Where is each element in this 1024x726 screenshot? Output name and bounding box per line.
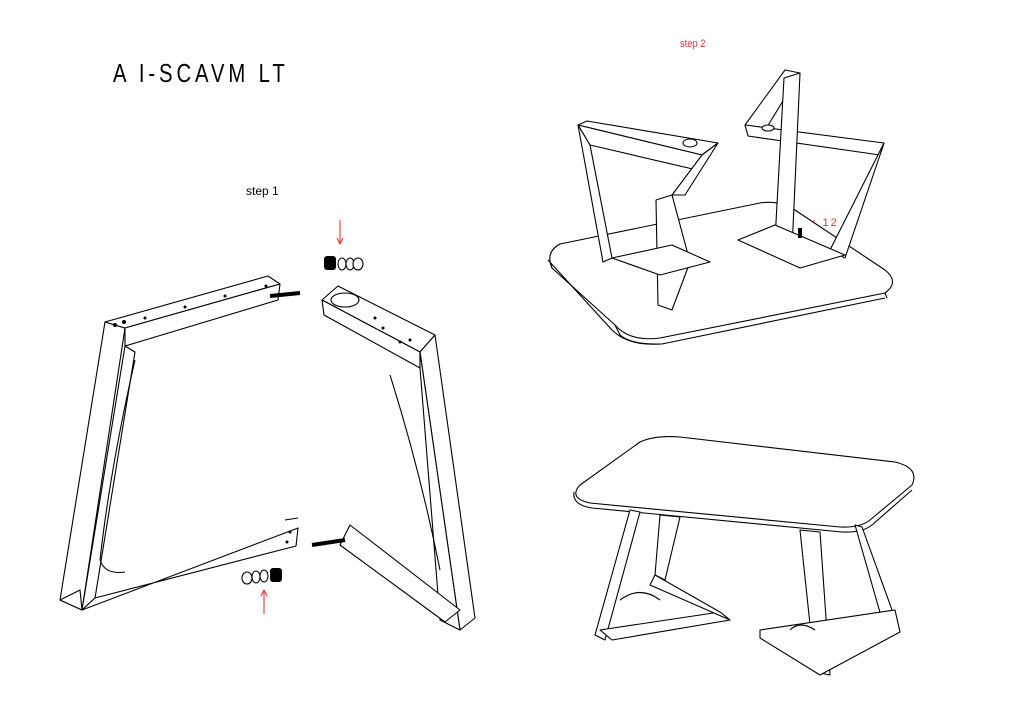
step-2-leg-left bbox=[577, 120, 719, 311]
step-2-tabletop-upside-down bbox=[547, 201, 894, 345]
connector-hardware-top bbox=[324, 220, 364, 271]
step-2-label: step 2 bbox=[680, 38, 706, 50]
left-leg-frame bbox=[59, 275, 301, 611]
step-1-label: step 1 bbox=[246, 184, 279, 198]
connector-hardware-bottom bbox=[241, 568, 282, 614]
step-2-leg-right bbox=[737, 69, 885, 269]
assembled-table bbox=[573, 436, 915, 676]
right-leg-frame bbox=[311, 285, 476, 631]
product-title: A I-SCAVM LT bbox=[113, 58, 289, 88]
